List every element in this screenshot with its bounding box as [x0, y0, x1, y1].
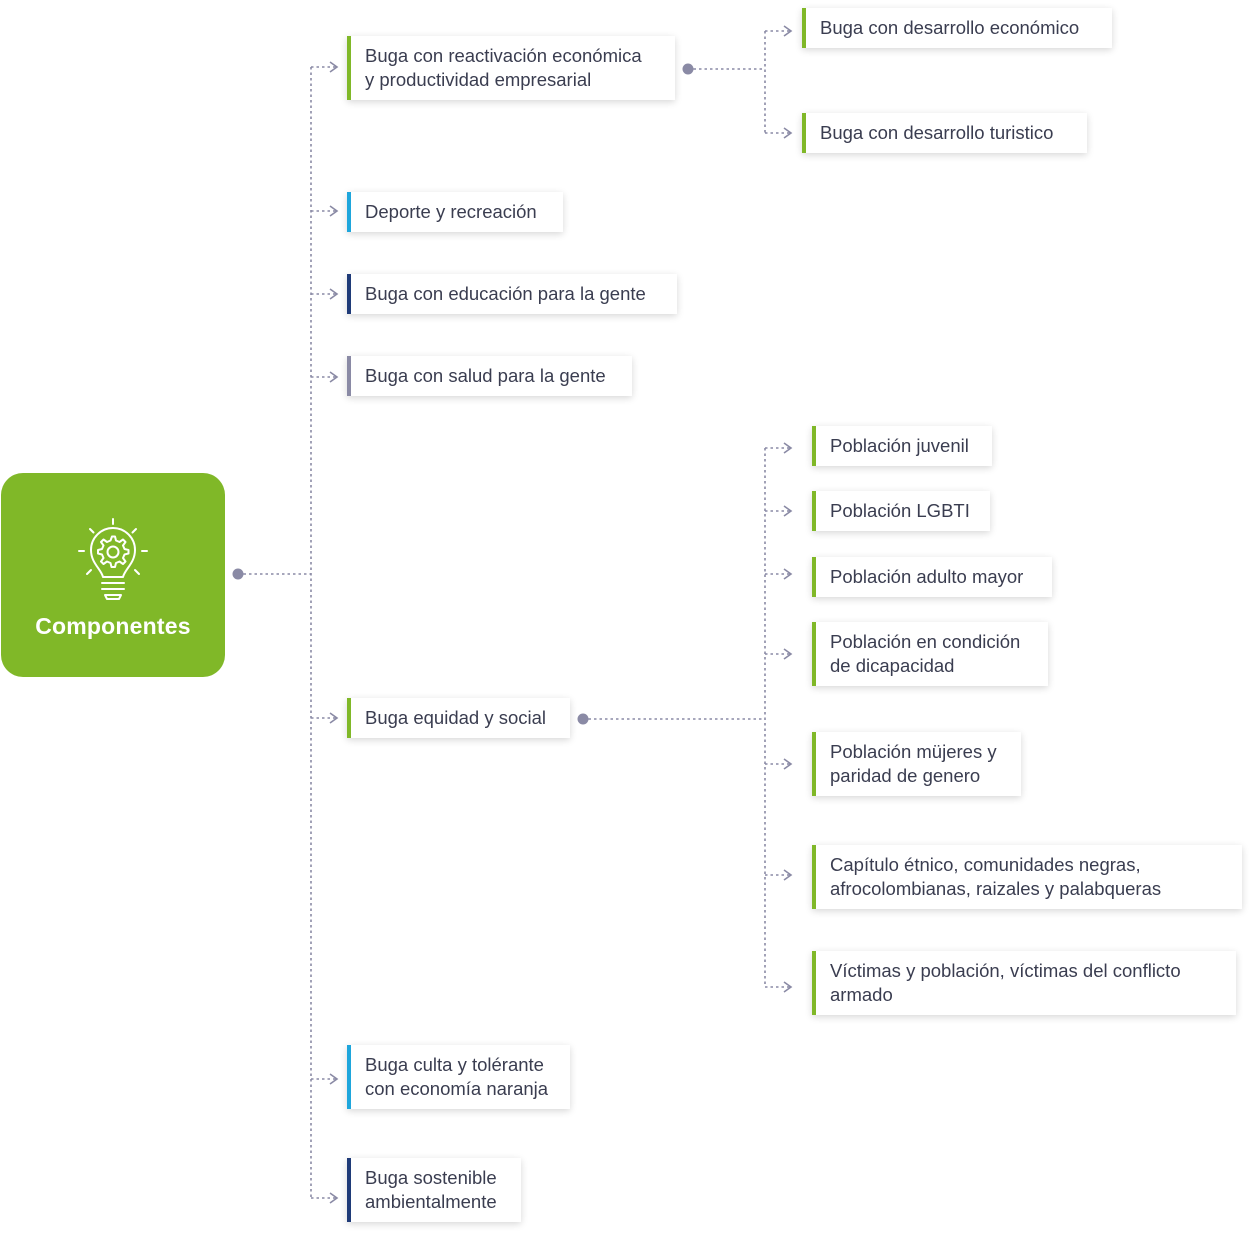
node-sostenible-ambiental: Buga sostenible ambientalmente: [347, 1158, 521, 1222]
node-equidad-social: Buga equidad y social: [347, 698, 570, 738]
node-line: con economía naranja: [365, 1078, 549, 1099]
node-line: Buga con reactivación económica: [365, 45, 642, 66]
root-node: Componentes: [1, 473, 225, 677]
node-poblacion-lgbti: Población LGBTI: [812, 491, 990, 531]
node-line: Buga culta y tolérante: [365, 1054, 544, 1075]
node-line: Población müjeres y: [830, 741, 997, 762]
node-line: y productividad empresarial: [365, 69, 592, 90]
node-capitulo-etnico: Capítulo étnico, comunidades negras, afr…: [812, 845, 1242, 909]
node-line: paridad de genero: [830, 765, 981, 786]
node-educacion: Buga con educación para la gente: [347, 274, 677, 314]
node-label: Buga con educación para la gente: [365, 283, 646, 304]
node-deporte-recreacion: Deporte y recreación: [347, 192, 563, 232]
node-label: Deporte y recreación: [365, 201, 537, 222]
node-line: Capítulo étnico, comunidades negras,: [830, 854, 1141, 875]
connector-dot: [232, 568, 244, 580]
node-line: armado: [830, 984, 893, 1005]
node-desarrollo-turistico: Buga con desarrollo turistico: [802, 113, 1087, 153]
node-victimas-conflicto: Víctimas y población, víctimas del confl…: [812, 951, 1236, 1015]
node-poblacion-juvenil: Población juvenil: [812, 426, 992, 466]
node-poblacion-adulto-mayor: Población adulto mayor: [812, 557, 1052, 597]
node-line: Buga sostenible: [365, 1167, 497, 1188]
node-cultura-economia-naranja: Buga culta y tolérante con economía nara…: [347, 1045, 570, 1109]
node-label: Población juvenil: [830, 435, 969, 456]
node-label: Población adulto mayor: [830, 566, 1024, 587]
node-label: Buga con desarrollo económico: [820, 17, 1080, 38]
node-line: Población en condición: [830, 631, 1021, 652]
lightbulb-gear-icon: [78, 517, 148, 600]
node-line: de dicapacidad: [830, 655, 955, 676]
node-line: Víctimas y población, víctimas del confl…: [830, 960, 1181, 981]
node-poblacion-mujeres: Población müjeres y paridad de genero: [812, 732, 1021, 796]
node-salud: Buga con salud para la gente: [347, 356, 632, 396]
node-line: afrocolombianas, raizales y palabqueras: [830, 878, 1162, 899]
node-reactivacion-economica: Buga con reactivación económica y produc…: [347, 36, 675, 100]
node-line: ambientalmente: [365, 1191, 497, 1212]
connector-dot: [577, 713, 589, 725]
node-desarrollo-economico: Buga con desarrollo económico: [802, 8, 1112, 48]
connector-dot: [682, 63, 694, 75]
root-title: Componentes: [35, 612, 191, 639]
node-label: Buga con salud para la gente: [365, 365, 606, 386]
node-label: Buga equidad y social: [365, 707, 547, 728]
node-label: Buga con desarrollo turistico: [820, 122, 1054, 143]
node-label: Población LGBTI: [830, 500, 970, 521]
node-poblacion-discapacidad: Población en condición de dicapacidad: [812, 622, 1048, 686]
